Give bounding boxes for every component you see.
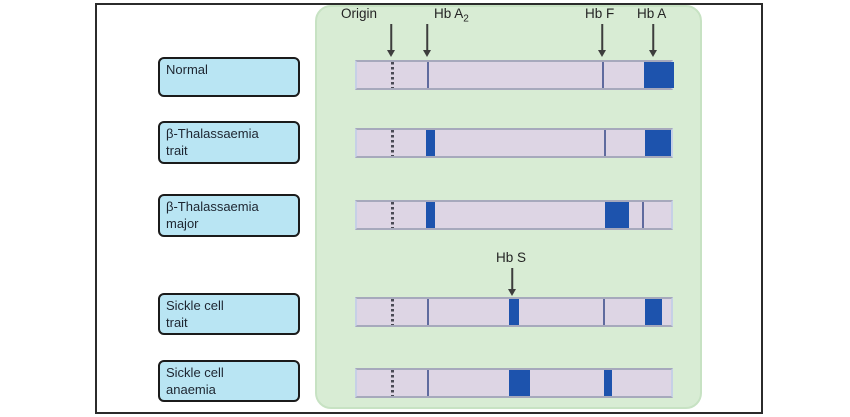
condition-label-box-2: β-Thalassaemia trait <box>158 121 300 164</box>
arrow-head <box>649 50 657 57</box>
gel-band-hbf <box>604 370 612 396</box>
marker-label-hba2: Hb A2 <box>434 6 469 25</box>
gel-band-hba2 <box>427 299 429 325</box>
arrow-stem <box>426 24 428 50</box>
gel-band-hbf <box>603 299 605 325</box>
arrow-stem <box>601 24 603 50</box>
down-arrow-origin <box>385 24 397 57</box>
gel-band-hba <box>645 299 662 325</box>
gel-band-origin <box>391 299 394 325</box>
gel-band-hba2 <box>426 130 435 156</box>
down-arrow-hba2 <box>421 24 433 57</box>
gel-band-hba <box>645 130 671 156</box>
gel-strip-2 <box>355 128 673 158</box>
down-arrow-hba <box>647 24 659 57</box>
arrow-stem <box>390 24 392 50</box>
marker-label-hbs: Hb S <box>496 250 527 265</box>
condition-label-box-3: β-Thalassaemia major <box>158 194 300 237</box>
gel-band-hbf <box>602 62 604 88</box>
gel-band-hbf <box>604 130 606 156</box>
arrow-head <box>423 50 431 57</box>
condition-label-box-4: Sickle cell trait <box>158 293 300 335</box>
gel-strip-3 <box>355 200 673 230</box>
down-arrow-hbs <box>506 268 518 296</box>
gel-band-origin <box>391 202 394 228</box>
gel-strip-1 <box>355 60 674 90</box>
arrow-stem <box>511 268 513 289</box>
arrow-stem <box>652 24 654 50</box>
gel-band-hba <box>644 62 674 88</box>
marker-label-hbf: Hb F <box>585 6 615 21</box>
gel-band-hbs <box>509 370 530 396</box>
gel-band-hba2 <box>426 202 435 228</box>
arrow-head <box>387 50 395 57</box>
marker-label-hba: Hb A <box>637 6 667 21</box>
gel-band-hbs <box>509 299 519 325</box>
arrow-head <box>508 289 516 296</box>
gel-band-hba <box>642 202 644 228</box>
marker-label-origin: Origin <box>341 6 378 21</box>
gel-strip-4 <box>355 297 673 327</box>
arrow-head <box>598 50 606 57</box>
gel-strip-5 <box>355 368 673 398</box>
down-arrow-hbf <box>596 24 608 57</box>
gel-band-origin <box>391 62 394 88</box>
gel-band-hbf <box>605 202 629 228</box>
marker-subscript-hba2: 2 <box>463 13 469 25</box>
condition-label-box-5: Sickle cell anaemia <box>158 360 300 402</box>
gel-band-hba2 <box>427 62 429 88</box>
gel-band-origin <box>391 370 394 396</box>
gel-band-hba2 <box>427 370 429 396</box>
gel-band-origin <box>391 130 394 156</box>
condition-label-box-1: Normal <box>158 57 300 97</box>
